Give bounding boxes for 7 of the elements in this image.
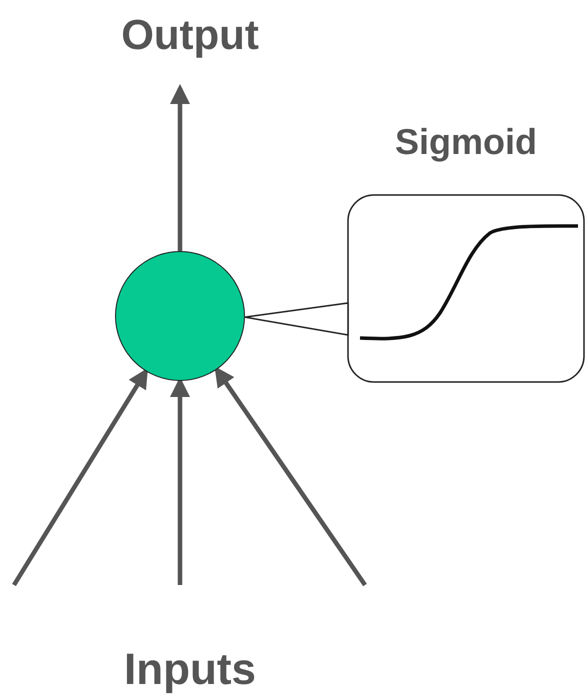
arrow [170, 84, 190, 251]
diagram-label: Inputs [124, 648, 256, 692]
callout-pointer [244, 302, 349, 336]
diagram-label: Output [121, 14, 259, 56]
arrow [214, 366, 367, 586]
callout-heading: Sigmoid [395, 124, 537, 160]
arrow [12, 368, 148, 586]
